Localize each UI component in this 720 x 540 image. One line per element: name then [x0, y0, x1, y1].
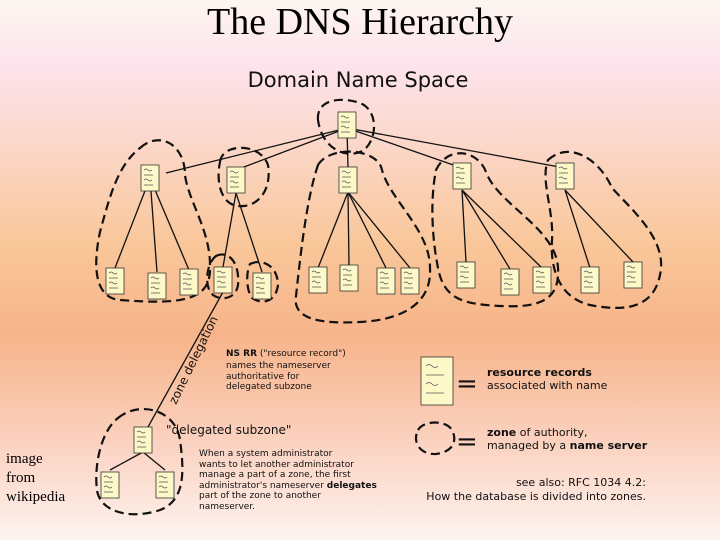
delegation-explanation: When a system administrator wants to let… [199, 449, 377, 512]
diagram-heading: Domain Name Space [248, 68, 469, 92]
explanation-line: nameserver. [199, 502, 255, 512]
legend-equals: = [456, 369, 478, 399]
legend-rr-icon [420, 356, 454, 406]
legend-zone-icon [414, 421, 456, 456]
explanation-line: wants to let another administrator [199, 460, 354, 470]
image-credit-line: from [6, 470, 36, 486]
ns-rr-subtitle: ("resource record") [257, 349, 346, 359]
ns-rr-note: NS RR ("resource record") [226, 349, 346, 359]
zone-outlines [95, 98, 663, 516]
tree-edges [109, 127, 634, 471]
ns-rr-line: delegated subzone [226, 382, 312, 392]
explanation-line: When a system administrator [199, 449, 333, 459]
ns-rr-title: NS RR [226, 349, 257, 359]
delegated-subzone-label: "delegated subzone" [166, 423, 291, 437]
image-credit-line: image [6, 451, 43, 467]
legend-rr-title: resource records [487, 366, 592, 379]
ns-rr-line: authoritative for [226, 372, 300, 382]
legend-equals: = [456, 427, 478, 457]
explanation-line: manage a part of a zone, the first [199, 470, 351, 480]
legend: = resource records associated with name … [414, 356, 648, 457]
legend-rr-desc: associated with name [487, 379, 608, 392]
slide-title: The DNS Hierarchy [206, 1, 513, 43]
explanation-line: administrator's nameserver delegates [199, 481, 377, 491]
explanation-line: part of the zone to another [199, 491, 321, 501]
see-also-line: How the database is divided into zones. [426, 490, 646, 503]
see-also-line: see also: RFC 1034 4.2: [516, 476, 646, 489]
legend-zone-title: zone of authority, [487, 426, 588, 439]
zone-delegation-label: zone delegation [166, 314, 221, 407]
image-credit: image from wikipedia [6, 450, 86, 507]
ns-rr-line: names the nameserver [226, 361, 331, 371]
image-credit-line: wikipedia [6, 489, 66, 505]
legend-zone-desc: managed by a name server [487, 439, 648, 452]
